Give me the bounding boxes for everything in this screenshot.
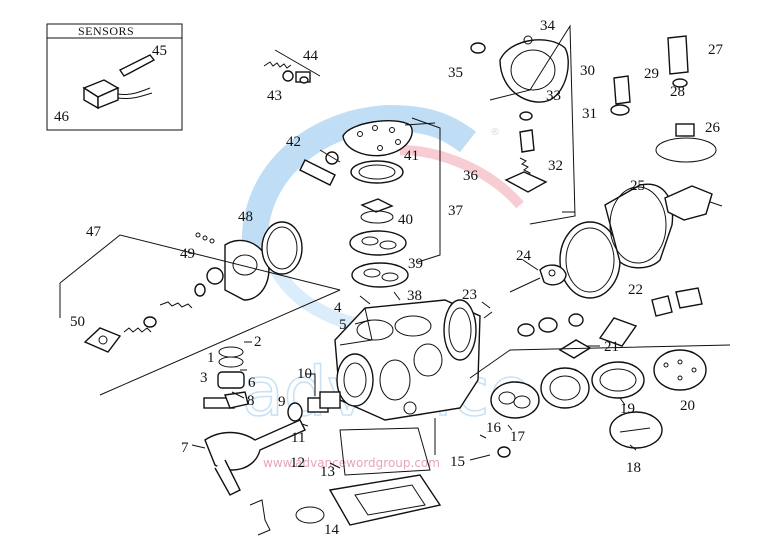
part-label-31: 31 [582,106,597,122]
part-label-8: 8 [247,393,255,409]
part-label-16: 16 [486,420,502,436]
part-label-42: 42 [286,134,301,150]
sensors-title: SENSORS [78,24,134,38]
part-label-50: 50 [70,314,85,330]
part-label-46: 46 [54,109,70,125]
part-label-13: 13 [320,464,335,480]
spring-fitting-44 [263,49,321,84]
part-label-23: 23 [462,287,477,303]
part-label-33: 33 [546,88,561,104]
part-label-14: 14 [324,522,340,538]
top-right-parts [470,24,717,225]
part-label-7: 7 [181,440,189,456]
part-label-43: 43 [267,88,282,104]
part-label-20: 20 [680,398,695,414]
leader-lines [191,211,637,469]
part-label-30: 30 [580,63,595,79]
part-label-27: 27 [708,42,724,58]
part-label-3: 3 [200,370,208,386]
part-label-22: 22 [628,282,643,298]
part-label-2: 2 [254,334,262,350]
part-label-21: 21 [604,339,619,355]
part-label-18: 18 [626,460,641,476]
part-label-34: 34 [540,18,556,34]
part-label-35: 35 [448,65,463,81]
side-plates [469,287,731,449]
part-label-49: 49 [180,246,195,262]
compressor-body [334,299,481,455]
bearing-housing [59,221,341,396]
part-label-26: 26 [705,120,721,136]
part-label-45: 45 [152,43,167,59]
svg-text:®: ® [490,127,500,138]
part-label-11: 11 [291,430,305,446]
part-label-39: 39 [408,256,423,272]
part-label-4: 4 [334,300,342,316]
motor-stator [509,183,723,299]
part-label-40: 40 [398,212,413,228]
crankshaft-parts [203,346,511,536]
watermark-url: www.advancewordgroup.com [263,456,440,470]
valve-42 [299,149,341,186]
part-label-32: 32 [548,158,563,174]
part-label-29: 29 [644,66,659,82]
part-label-19: 19 [620,401,635,417]
part-label-9: 9 [278,394,286,410]
part-label-36: 36 [463,168,479,184]
part-label-38: 38 [407,288,422,304]
part-label-44: 44 [303,48,319,64]
part-label-47: 47 [86,224,102,240]
part-label-15: 15 [450,454,465,470]
part-label-48: 48 [238,209,253,225]
part-label-25: 25 [630,178,645,194]
part-label-41: 41 [404,148,419,164]
part-label-6: 6 [248,375,256,391]
sensors-box: SENSORS [46,23,183,131]
plate-50 [83,316,157,353]
part-label-1: 1 [207,350,215,366]
part-label-24: 24 [516,248,532,264]
part-label-37: 37 [448,203,464,219]
part-label-28: 28 [670,84,685,100]
part-label-10: 10 [297,366,312,382]
head-cover-stack [342,117,441,288]
part-label-17: 17 [510,429,526,445]
part-number-labels: 1 2 3 4 5 6 7 8 9 10 11 12 13 14 15 16 1… [54,18,724,538]
part-label-12: 12 [290,455,305,471]
part-label-5: 5 [339,317,347,333]
